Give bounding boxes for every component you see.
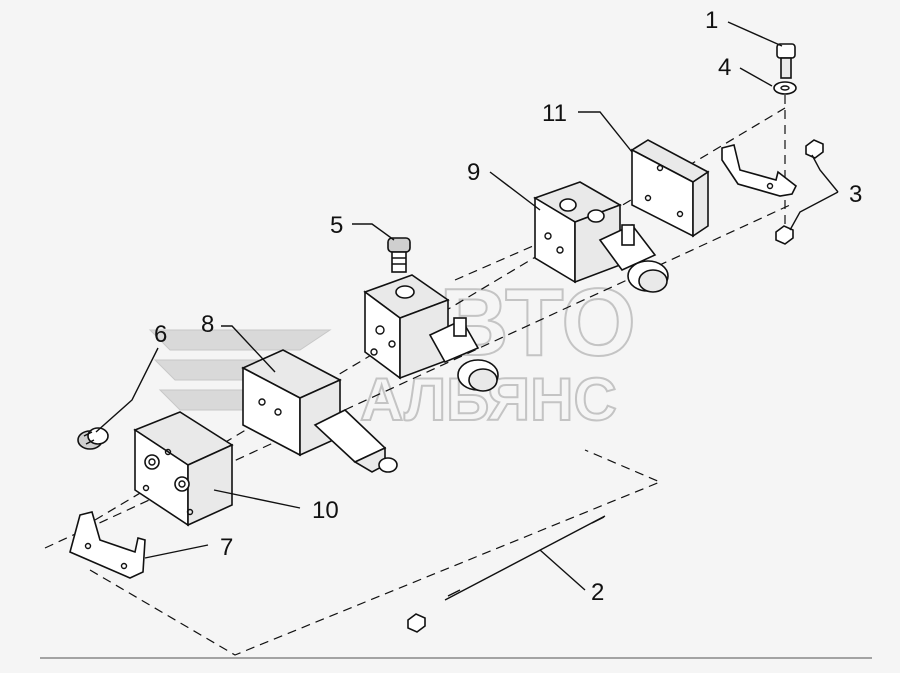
part-8-block <box>241 349 398 473</box>
upper-bracket <box>721 144 798 197</box>
part-11-cover-plate <box>630 139 710 238</box>
part-7-bracket <box>69 511 146 579</box>
callout-1: 1 <box>705 7 718 34</box>
callout-10: 10 <box>312 497 339 524</box>
callout-7: 7 <box>220 534 233 561</box>
part-2-tie-rod <box>407 515 606 633</box>
callout-8: 8 <box>201 311 214 338</box>
part-9-solenoid-valve <box>533 181 669 293</box>
leader-lines <box>95 21 839 591</box>
part-10-valve-block <box>133 411 234 527</box>
callout-2: 2 <box>591 579 604 606</box>
callout-6: 6 <box>154 321 167 348</box>
callout-11: 11 <box>542 100 567 127</box>
callouts: 1 2 3 4 5 6 7 8 9 10 11 <box>154 7 862 606</box>
part-6-fitting <box>77 427 109 450</box>
central-solenoid-valve <box>363 274 499 392</box>
part-5-fitting <box>387 237 411 273</box>
callout-4: 4 <box>718 54 731 81</box>
callout-5: 5 <box>330 212 343 239</box>
callout-3: 3 <box>849 181 862 208</box>
callout-9: 9 <box>467 159 480 186</box>
part-1-bolt <box>776 43 796 79</box>
part-4-washer <box>773 81 797 95</box>
part-3-nuts <box>775 139 824 245</box>
